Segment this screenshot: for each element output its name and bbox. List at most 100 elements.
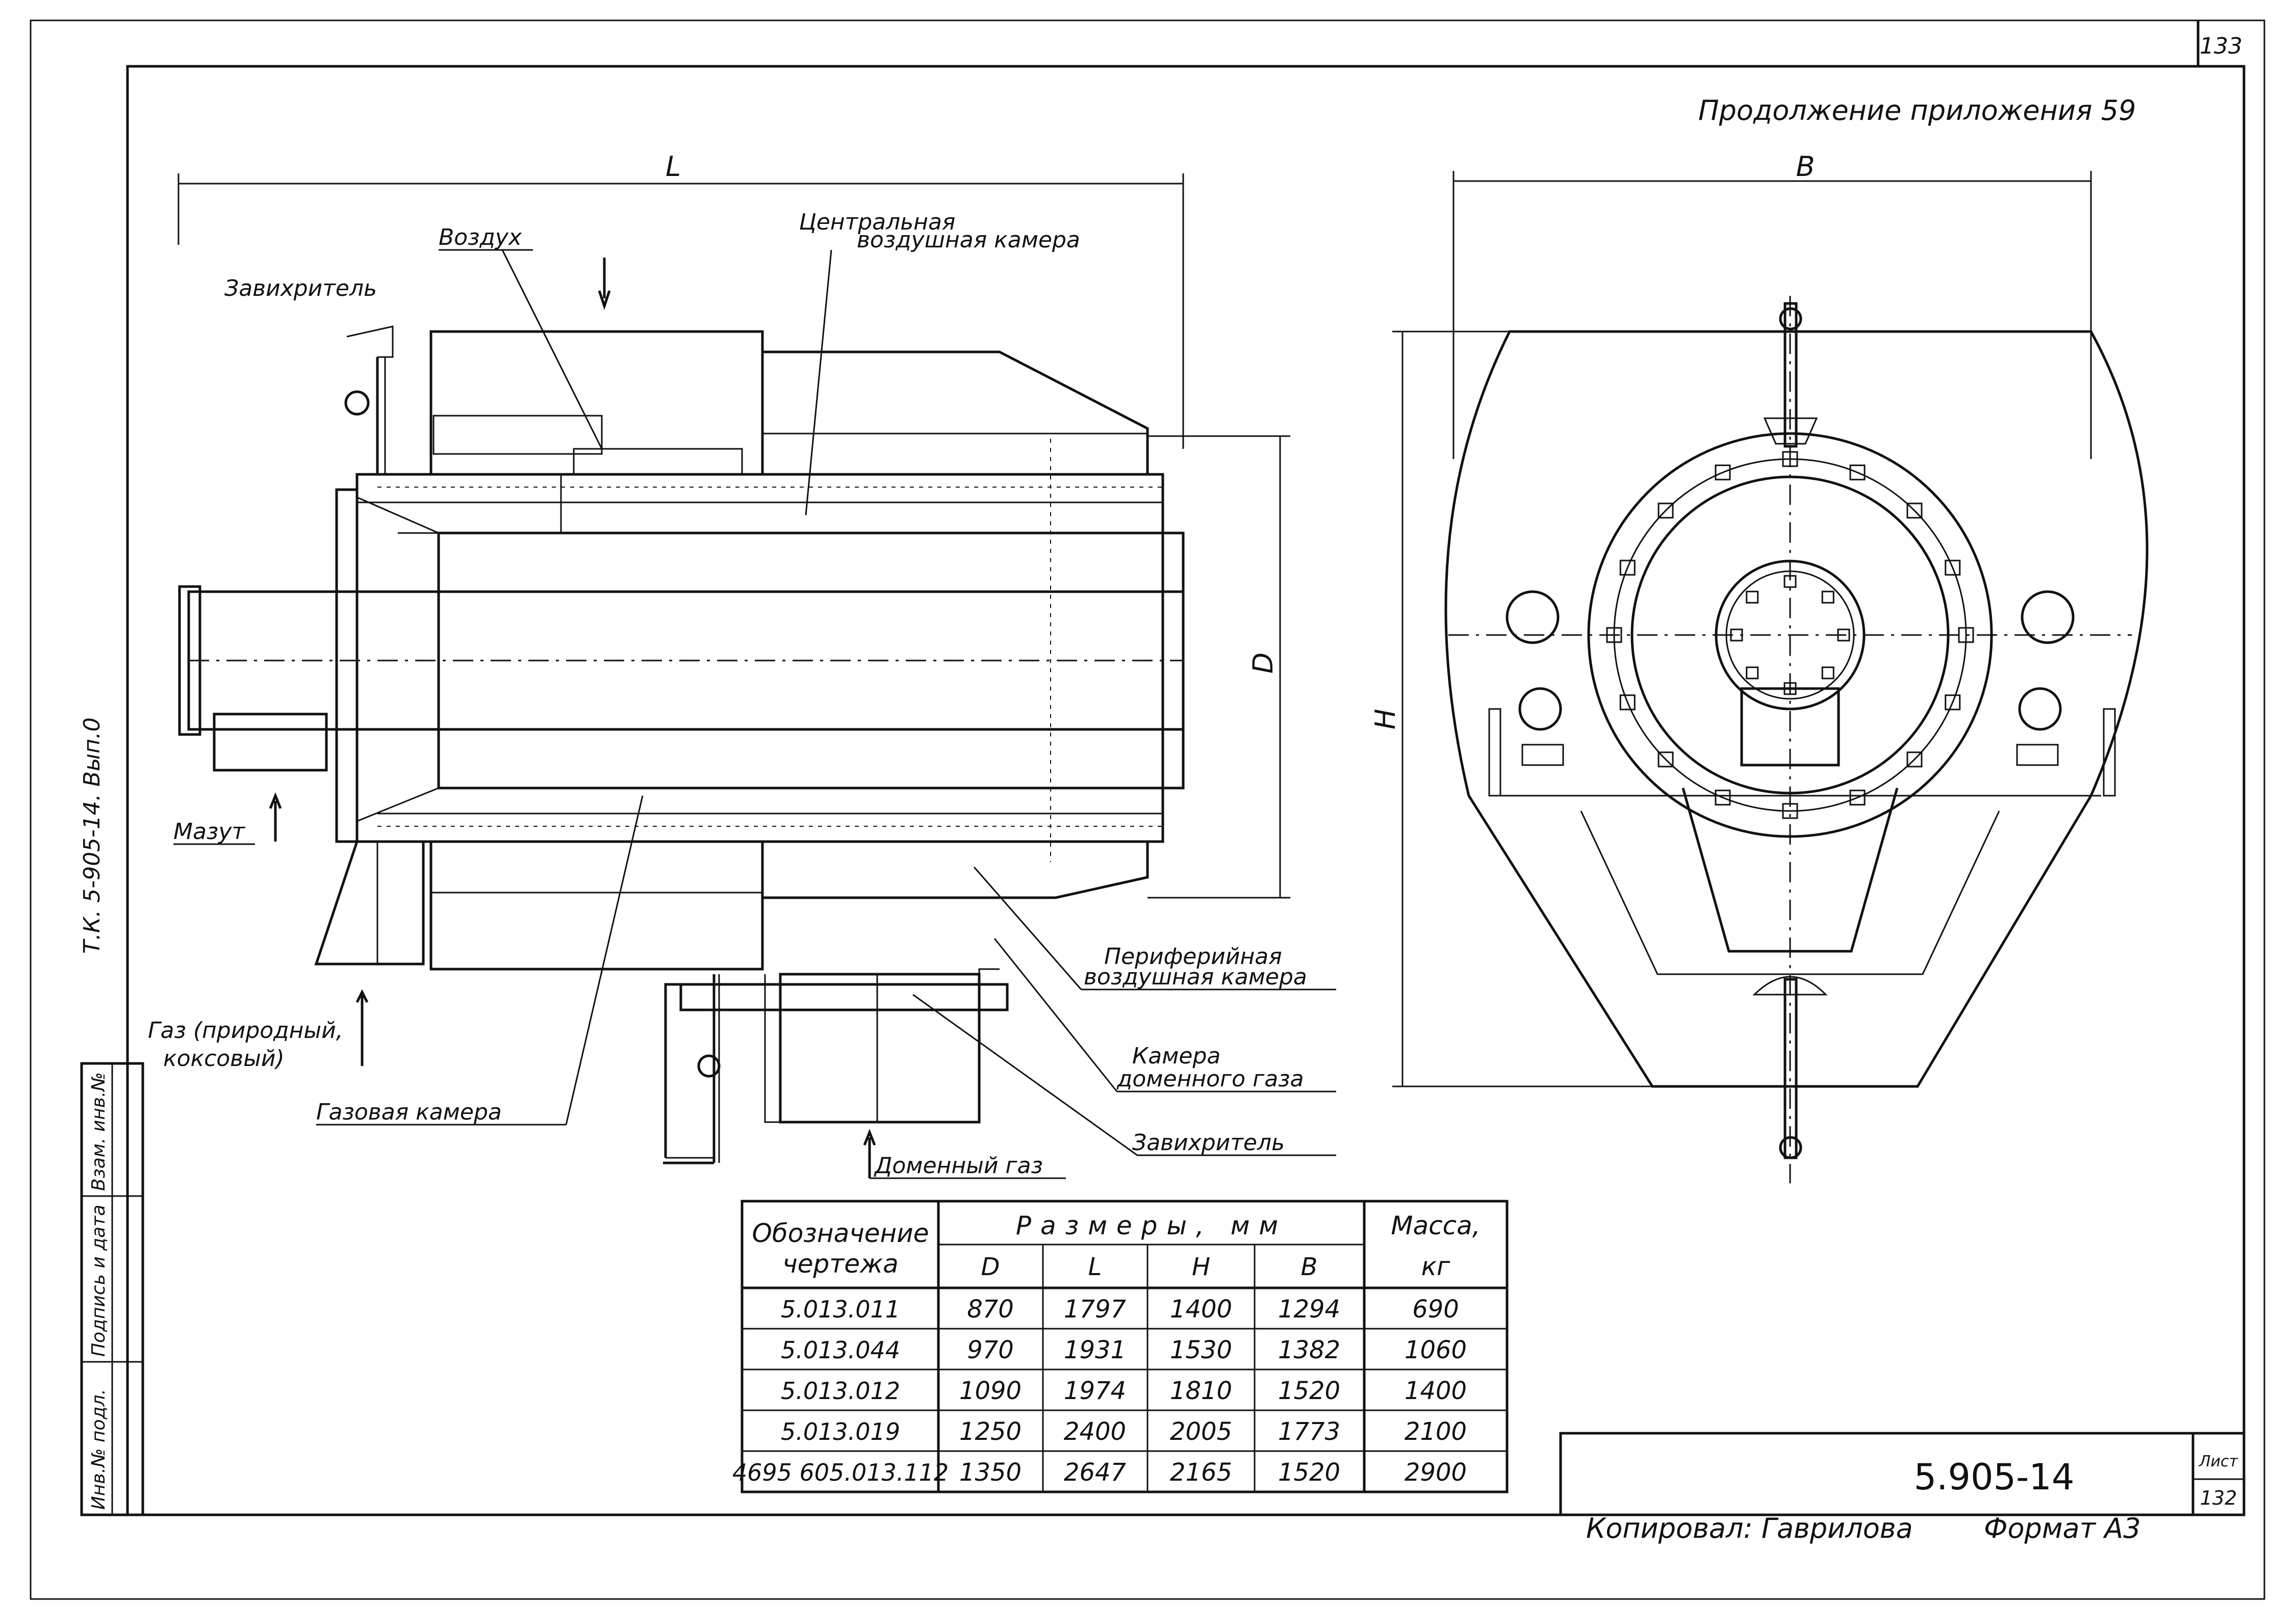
dim-L-label: L [666, 150, 681, 183]
ring-bolt [1657, 751, 1674, 768]
hub-bolt [1746, 591, 1759, 604]
label-blast-gas: Доменный газ [874, 1153, 1043, 1179]
table-cell-L: 2400 [1064, 1417, 1126, 1446]
table-cell-mass: 690 [1412, 1295, 1459, 1324]
table-subheader-B: B [1301, 1253, 1318, 1281]
table-cell-designation: 4695 605.013.112 [732, 1459, 949, 1486]
side-stamp-signature: Подпись и дата [88, 1205, 109, 1357]
label-blast-chamber-1: Камера [1132, 1043, 1220, 1069]
table-cell-L: 1931 [1064, 1336, 1126, 1364]
ring-bolt [1945, 560, 1961, 576]
table-subheader-D: D [981, 1253, 1000, 1281]
ring-bolt [1782, 803, 1798, 819]
label-peripheral-1: Периферийная [1104, 944, 1282, 970]
footer-copied-by: Копировал: Гаврилова [1586, 1512, 1913, 1544]
table-cell-L: 2647 [1064, 1458, 1127, 1487]
hub-bolt [1821, 666, 1834, 679]
hub-bolt [1821, 591, 1834, 604]
page-number: 133 [2200, 33, 2242, 59]
label-air: Воздух [439, 224, 522, 250]
page-number-box [2197, 20, 2244, 68]
stamp-code: 5.905-14 [1914, 1456, 2075, 1498]
label-fuel-oil: Мазут [173, 819, 245, 845]
table-rows: 5.013.011 870 1797 1400 1294 690 5.013.044 970 1… [732, 1295, 1467, 1487]
ring-bolt [1619, 560, 1636, 576]
label-gas-2: коксовый) [163, 1046, 285, 1072]
stamp-sheet-label: Лист [2199, 1453, 2239, 1470]
table-cell-B: 1520 [1278, 1377, 1340, 1405]
label-swirler-top: Завихритель [224, 275, 377, 301]
ring-bolts [1606, 451, 1974, 819]
table-cell-B: 1520 [1278, 1458, 1340, 1487]
label-swirler-bottom: Завихритель [1132, 1130, 1285, 1156]
ring-bolt [1958, 627, 1974, 643]
label-gas-1: Газ (природный, [148, 1018, 343, 1044]
label-central-chamber-2: воздушная камера [857, 227, 1080, 253]
ring-bolt [1782, 451, 1798, 467]
ring-bolt [1849, 790, 1866, 806]
table-cell-H: 2165 [1170, 1458, 1232, 1487]
dim-H-label: H [1369, 709, 1401, 730]
table-cell-D: 870 [967, 1295, 1014, 1324]
table-header-mass-2: кг [1421, 1252, 1450, 1281]
ring-bolt [1606, 627, 1622, 643]
continuation-title: Продолжение приложения 59 [1698, 94, 2136, 126]
table-cell-B: 1382 [1278, 1336, 1340, 1364]
side-stamp-inv: Инв.№ подл. [88, 1389, 109, 1510]
ring-bolt [1906, 502, 1923, 519]
table-header-designation-2: чертежа [782, 1249, 899, 1279]
dim-B-label: B [1796, 150, 1815, 183]
hub-bolt [1837, 628, 1850, 642]
table-cell-B: 1294 [1278, 1295, 1340, 1324]
ring-bolt [1906, 751, 1923, 768]
label-central-chamber-1: Центральная [799, 209, 956, 235]
table-cell-designation: 5.013.019 [781, 1418, 900, 1445]
label-gas-chamber: Газовая камера [316, 1099, 502, 1125]
table-cell-designation: 5.013.012 [781, 1377, 900, 1405]
burner-section-view: L D [148, 150, 1336, 1179]
ring-bolt [1657, 502, 1674, 519]
table-cell-designation: 5.013.044 [781, 1336, 900, 1364]
table-cell-H: 1810 [1170, 1377, 1232, 1405]
table-cell-H: 1400 [1170, 1295, 1232, 1324]
footer-format: Формат А3 [1984, 1512, 2141, 1544]
dim-D-label: D [1247, 652, 1279, 674]
table-subheader-L: L [1088, 1253, 1102, 1281]
ring-bolt [1849, 464, 1866, 480]
table-cell-L: 1797 [1064, 1295, 1127, 1324]
ring-bolt [1619, 694, 1636, 711]
stamp-sheet-number: 132 [2200, 1487, 2237, 1509]
table-cell-D: 1090 [959, 1377, 1022, 1405]
burner-front-view: B H [1369, 150, 2149, 1183]
hub-bolt [1730, 628, 1743, 642]
table-cell-D: 1350 [959, 1458, 1022, 1487]
table-cell-mass: 1400 [1405, 1377, 1467, 1405]
table-cell-designation: 5.013.011 [781, 1296, 900, 1323]
table-cell-mass: 2100 [1405, 1417, 1467, 1446]
table-cell-L: 1974 [1064, 1377, 1126, 1405]
ring-bolt [1715, 464, 1731, 480]
drawing-frame [126, 65, 2246, 1516]
hub-bolt [1783, 575, 1797, 588]
dimensions-table: Обозначение чертежа Размеры, мм Масса, к… [732, 1200, 1509, 1493]
table-cell-D: 1250 [959, 1417, 1022, 1446]
label-peripheral-2: воздушная камера [1084, 964, 1307, 990]
hub-bolt [1783, 682, 1797, 695]
table-cell-H: 2005 [1170, 1417, 1232, 1446]
table-subheader-H: H [1192, 1253, 1210, 1281]
label-blast-chamber-2: доменного газа [1116, 1066, 1304, 1092]
hub-bolt [1746, 666, 1759, 679]
ring-bolt [1945, 694, 1961, 711]
table-cell-H: 1530 [1170, 1336, 1232, 1364]
table-cell-B: 1773 [1278, 1417, 1340, 1446]
table-cell-mass: 2900 [1405, 1458, 1467, 1487]
title-stamp: 5.905-14 Лист 132 [1559, 1432, 2246, 1516]
table-cell-D: 970 [967, 1336, 1014, 1364]
side-stamp-replace: Взам. инв.№ [88, 1072, 109, 1191]
leader-lines [173, 249, 1336, 1179]
page-border [30, 19, 2265, 1600]
hub-bolts [1730, 575, 1850, 695]
ring-bolt [1715, 790, 1731, 806]
table-header-designation-1: Обозначение [752, 1219, 929, 1248]
